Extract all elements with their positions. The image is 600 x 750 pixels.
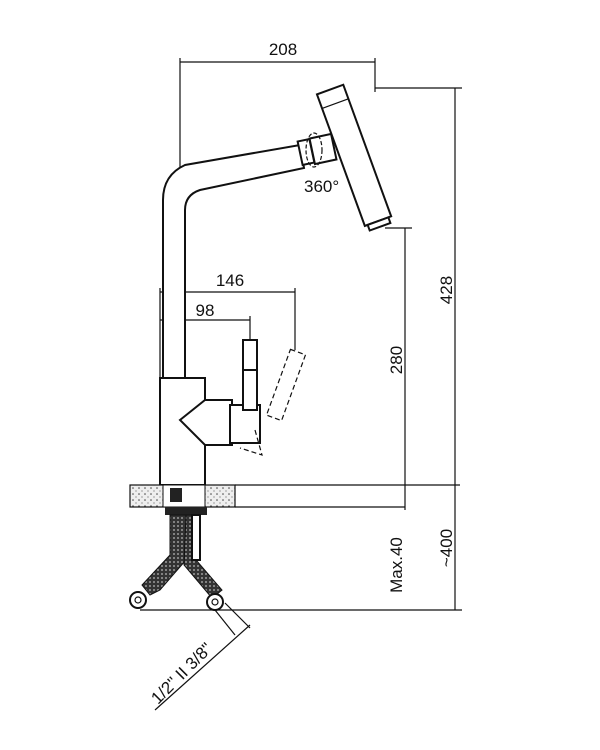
dim-label-208: 208 (269, 40, 297, 59)
dimension-spout-height: 280 (385, 227, 412, 485)
dimension-hose-length: ~400 (140, 529, 462, 611)
connection-size-label: 1/2" II 3/8" (147, 639, 216, 708)
dimension-connection-size: 1/2" II 3/8" (147, 602, 251, 711)
dim-label-146: 146 (216, 271, 244, 290)
faucet-body (159, 339, 307, 486)
supply-hoses (129, 507, 224, 611)
spray-head (315, 83, 393, 232)
dimension-max-thickness: Max.40 (387, 485, 406, 593)
dimension-handle-reach: 146 98 (159, 271, 296, 378)
dim-label-280: 280 (387, 346, 406, 374)
dim-label-max40: Max.40 (387, 537, 406, 593)
handle-rotated-outline (239, 348, 307, 456)
dimension-total-height: 428 (375, 87, 462, 610)
faucet-spout (162, 132, 338, 379)
rotation-indicator: 360° (304, 132, 339, 196)
rotation-label: 360° (304, 177, 339, 196)
countertop (129, 484, 460, 508)
dim-label-98: 98 (196, 301, 215, 320)
dim-label-428: 428 (437, 276, 456, 304)
dim-label-400: ~400 (437, 529, 456, 567)
